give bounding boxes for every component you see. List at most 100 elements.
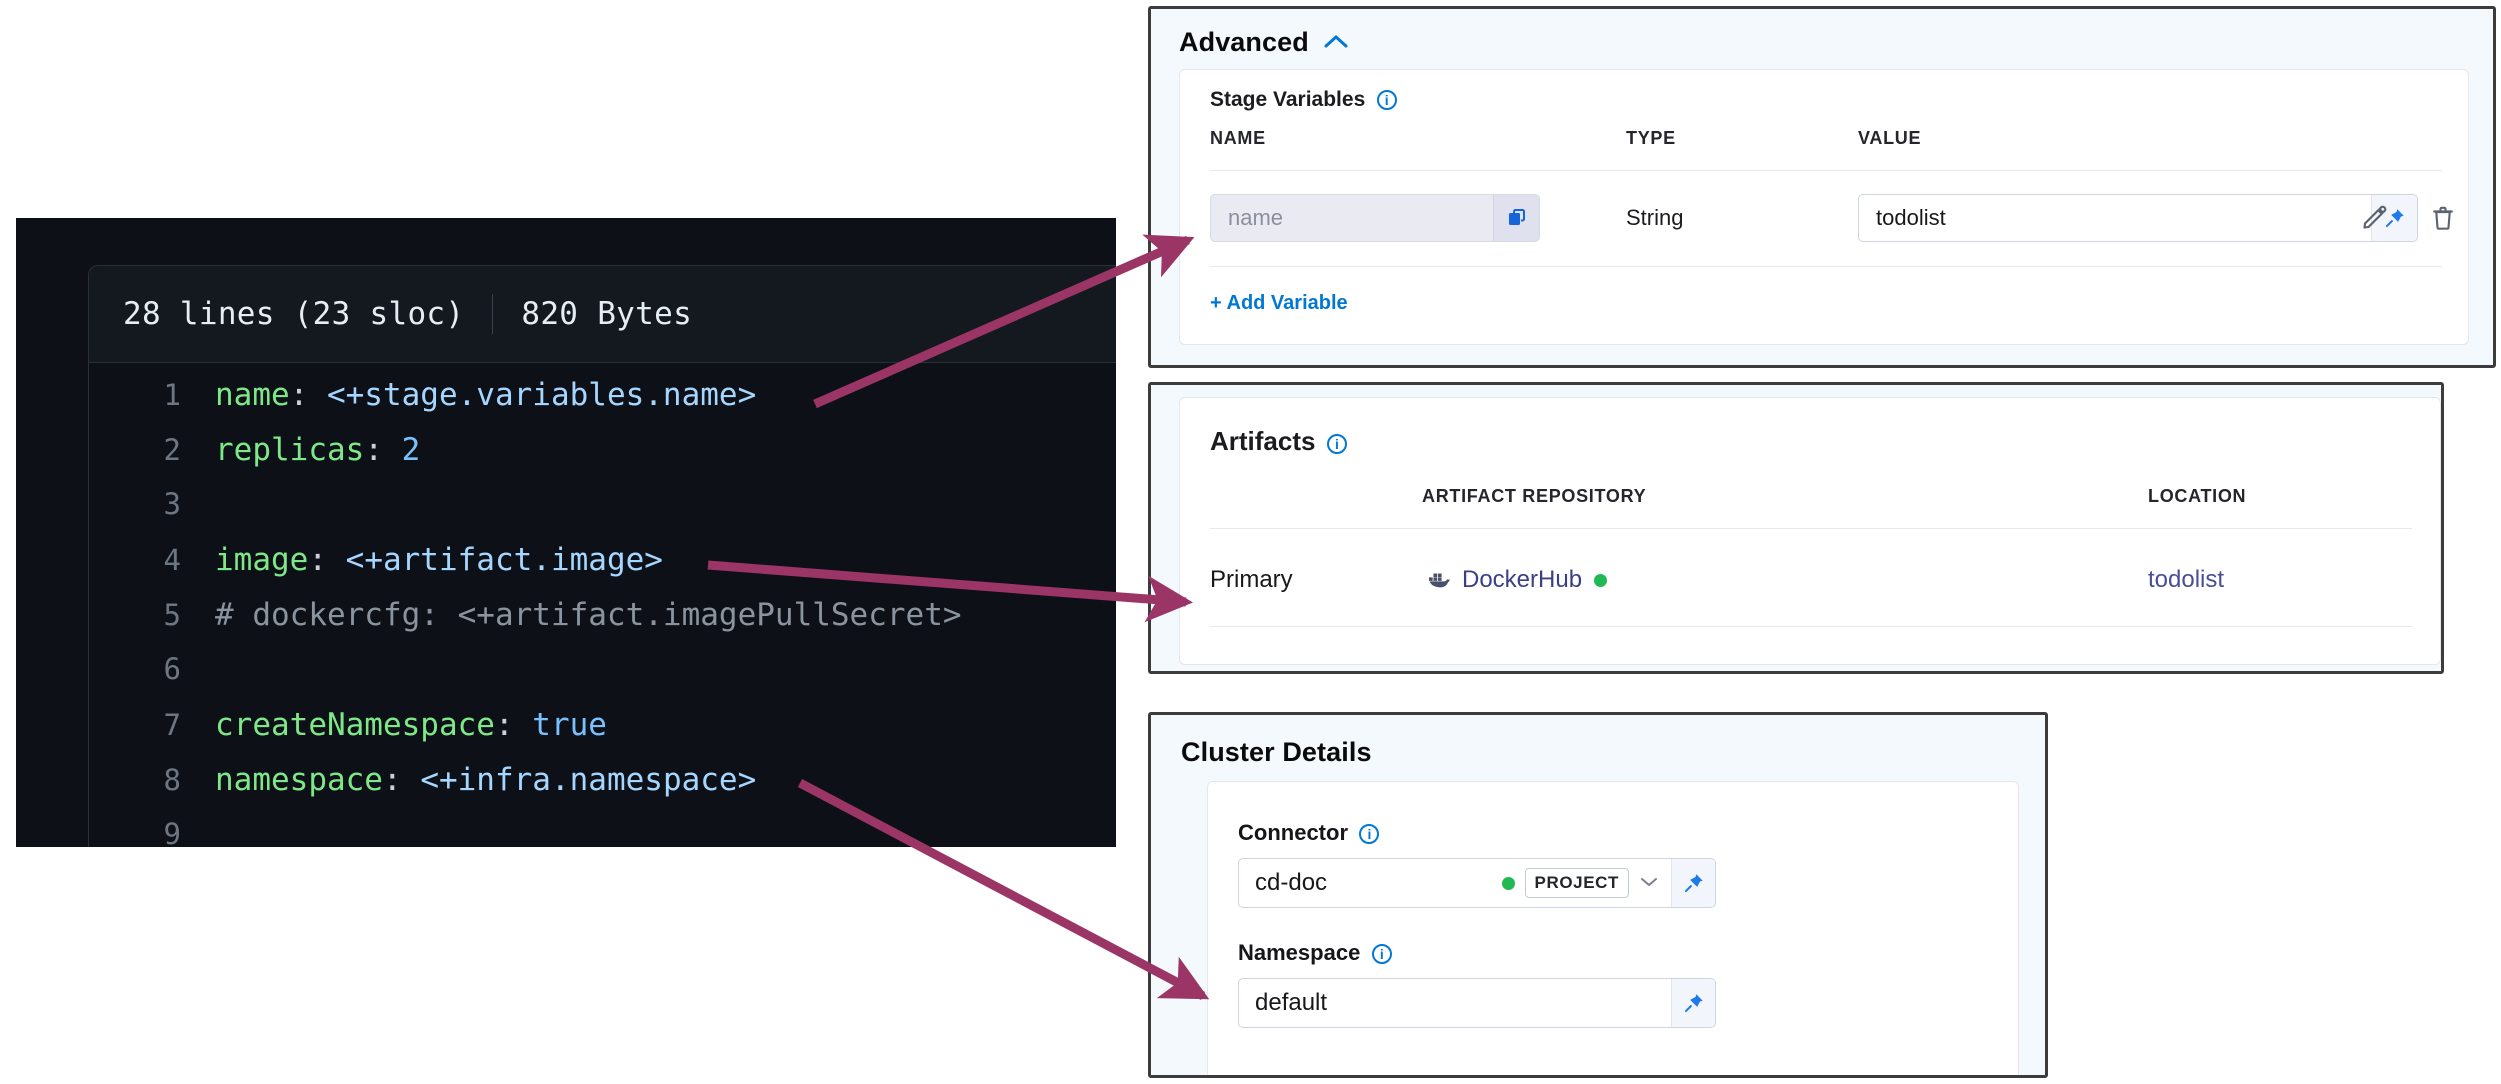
namespace-label-row: Namespace i [1238,940,1716,966]
pin-icon[interactable] [1671,979,1715,1027]
code-line-9: 9 [89,817,1116,847]
stage-variable-name-field[interactable]: name [1210,194,1540,242]
pin-svg [2385,209,2404,228]
docker-icon [1425,573,1450,588]
connector-label: Connector [1238,820,1348,845]
token-punct: : [364,432,402,468]
chevron-up-icon[interactable] [1323,28,1349,56]
token-punct: : [289,377,327,413]
token-expr: <+artifact.image> [345,542,663,578]
connector-label-row: Connector i [1238,820,1716,846]
line-number: 5 [163,598,181,632]
cluster-details-panel: Cluster Details Connector i cd-doc PROJE… [1148,712,2048,1078]
info-icon[interactable]: i [1359,823,1380,844]
line-content: createNamespace: true [215,707,607,743]
artifact-repository: DockerHub [1422,566,1608,594]
advanced-section-header[interactable]: Advanced [1179,27,1349,58]
cluster-fields-card: Connector i cd-doc PROJECT [1207,781,2019,1075]
info-icon[interactable]: i [1326,433,1347,454]
line-content: # dockercfg: <+artifact.imagePullSecret> [215,597,962,633]
stage-variables-label: Stage Variables [1210,88,1366,111]
line-number: 9 [163,817,181,847]
token-key: image [215,542,309,578]
chevron-down-svg [1641,878,1657,886]
status-dot-connected [1594,573,1608,587]
delete-variable-button[interactable] [2428,202,2458,237]
stage-variables-column-headers: NAME TYPE VALUE [1210,128,2440,154]
token-punct: : [382,762,421,798]
code-viewer-card: 28 lines (23 sloc) 820 Bytes 1 name: <+st… [88,265,1116,847]
namespace-label: Namespace [1238,940,1361,965]
line-number: 2 [163,433,181,467]
line-content: image: <+artifact.image> [215,542,663,578]
line-number: 7 [163,708,181,742]
namespace-value[interactable]: default [1255,989,1328,1016]
code-lines-count: 28 lines (23 sloc) [123,296,465,332]
artifacts-label: Artifacts [1210,426,1316,456]
connector-input[interactable]: cd-doc PROJECT [1238,858,1716,908]
token-comment: # dockercfg: <+artifact.imagePullSecret> [215,597,962,633]
stage-variable-value-input[interactable]: todolist [1876,205,1946,230]
token-punct: : [494,707,533,743]
line-number: 1 [163,378,181,412]
artifact-name: Primary [1210,566,1293,593]
cluster-details-heading: Cluster Details [1181,737,1372,768]
token-key: createNamespace [215,707,495,743]
copy-icon[interactable] [1493,195,1539,241]
advanced-title: Advanced [1179,27,1309,57]
artifacts-divider-bottom [1210,626,2412,627]
stage-variable-name-input[interactable]: name [1228,205,1284,230]
artifacts-divider-top [1210,528,2412,529]
code-viewer-header: 28 lines (23 sloc) 820 Bytes [89,266,1116,363]
add-variable-button[interactable]: + Add Variable [1210,292,1348,314]
code-viewer-panel: 28 lines (23 sloc) 820 Bytes 1 name: <+st… [16,218,1116,847]
connector-value[interactable]: cd-doc [1255,869,1328,896]
table-divider-bottom [1210,266,2442,267]
cluster-details-title: Cluster Details [1181,737,1372,767]
stage-variable-row: name String todolist [1210,182,2442,254]
token-key: replicas [215,432,365,468]
pencil-icon [2363,205,2387,229]
token-expr: <+stage.variables.name> [326,377,757,413]
line-number: 4 [163,543,181,577]
table-divider-top [1210,170,2442,171]
code-line-3: 3 [89,487,1116,542]
code-file-size: 820 Bytes [521,296,693,332]
info-icon[interactable]: i [1371,943,1392,964]
artifacts-section-panel: Artifacts i ARTIFACT REPOSITORY LOCATION… [1148,382,2444,674]
pin-svg [1684,994,1703,1013]
stage-variables-card: Stage Variables i NAME TYPE VALUE name [1179,69,2469,345]
token-num: 2 [401,432,421,468]
cluster-namespace-field[interactable]: default [1238,978,1716,1028]
pin-icon[interactable] [1671,859,1715,907]
token-expr: <+infra.namespace> [420,762,757,798]
stage-variable-type: String [1626,205,1684,230]
stage-variables-heading: Stage Variables i [1210,88,1397,112]
edit-variable-button[interactable] [2360,202,2390,237]
code-line-4: 4 image: <+artifact.image> [89,542,1116,597]
stage-variable-value-field[interactable]: todolist [1858,194,2418,242]
token-punct: : [308,542,346,578]
artifacts-card: Artifacts i ARTIFACT REPOSITORY LOCATION… [1179,397,2441,665]
line-number: 6 [163,652,181,686]
artifact-primary-row[interactable]: Primary DockerHub todolist [1210,550,2412,610]
line-content: replicas: 2 [215,432,420,468]
column-header-value: VALUE [1858,128,1922,148]
chevron-up-svg [1324,35,1348,48]
artifacts-heading: Artifacts i [1210,426,1347,457]
chevron-down-icon[interactable] [1640,872,1658,894]
column-header-location: LOCATION [2148,486,2247,506]
line-number: 8 [163,763,181,797]
line-content: name: <+stage.variables.name> [215,377,756,413]
code-line-7: 7 createNamespace: true [89,707,1116,762]
artifact-location: todolist [2148,566,2225,593]
info-icon[interactable]: i [1376,89,1397,110]
connector-field-group: Connector i cd-doc PROJECT [1238,820,1716,908]
token-key: name [215,377,290,413]
header-divider [492,294,494,334]
connector-scope-badge: PROJECT [1524,868,1629,898]
line-number: 3 [163,487,181,521]
code-line-5: 5 # dockercfg: <+artifact.imagePullSecret… [89,597,1116,652]
